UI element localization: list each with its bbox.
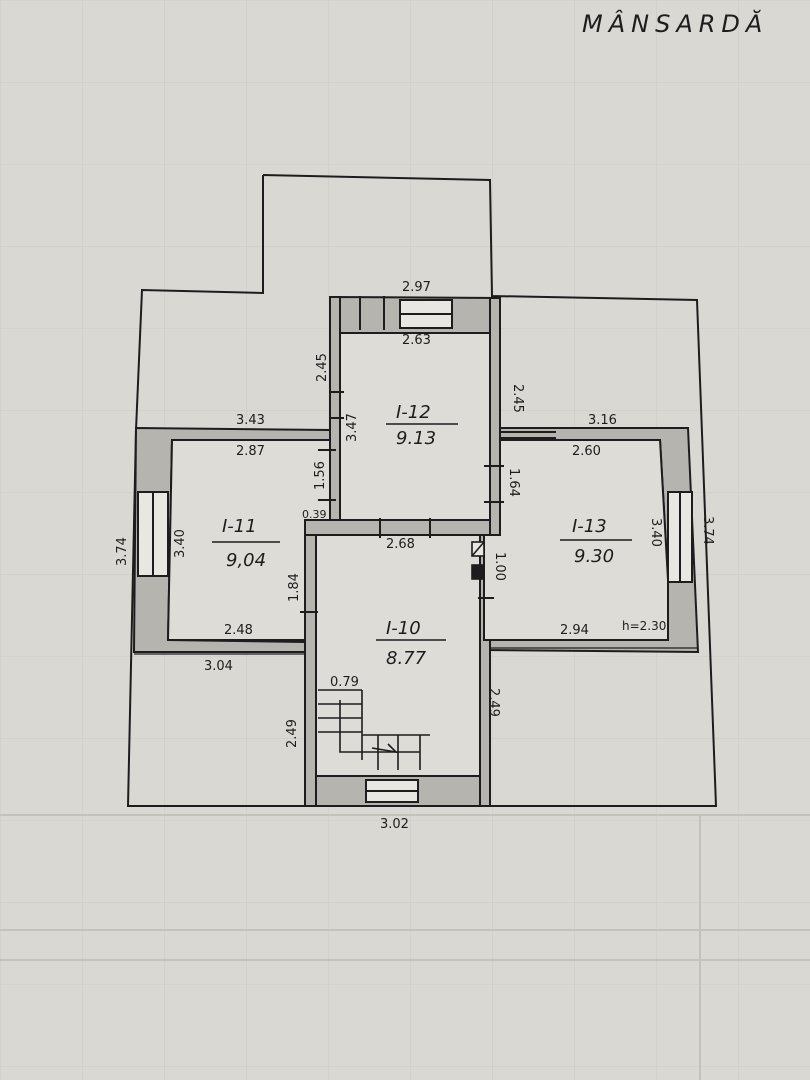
window-top <box>399 299 453 329</box>
dim-label: 0.39 <box>302 508 327 521</box>
dim-label: 2.68 <box>386 537 415 552</box>
room-area-i11: 9,04 <box>226 550 266 571</box>
dim-label: 1.64 <box>506 468 521 497</box>
dim-label: 3.16 <box>588 413 617 428</box>
page-title: MÂNSARDĂ <box>582 9 768 38</box>
dim-label: 2.48 <box>224 623 253 638</box>
room-area-i12: 9.13 <box>396 428 436 449</box>
dim-label: 2.87 <box>236 444 265 459</box>
dim-label: 3.43 <box>236 413 265 428</box>
form-lines <box>0 814 810 1080</box>
stairs <box>318 689 430 770</box>
vent-boxes <box>471 541 485 580</box>
dim-label: 1.84 <box>287 573 302 602</box>
room-i11 <box>166 439 331 641</box>
room-labels: I-12 9.13 I-11 9,04 I-13 9.30 I-10 8.77 <box>212 402 632 669</box>
room-label-i13: I-13 <box>572 516 607 537</box>
dim-label: 3.40 <box>173 529 188 558</box>
dim-label: 3.02 <box>380 817 409 832</box>
room-area-i13: 9.30 <box>574 546 614 567</box>
window-right <box>667 491 693 583</box>
room-label-i10: I-10 <box>386 618 421 639</box>
room-area-i10: 8.77 <box>386 648 427 669</box>
dim-label: 0.79 <box>330 675 359 690</box>
dim-label: 2.63 <box>402 333 431 348</box>
door-bottom <box>365 779 419 803</box>
dim-label: 2.94 <box>560 623 589 638</box>
dim-label: 3.04 <box>204 659 233 674</box>
window-left <box>137 491 169 577</box>
roof-outline <box>126 174 718 807</box>
dim-label: 1.00 <box>492 552 507 581</box>
dim-label: 2.45 <box>510 384 525 413</box>
dim-label: 2.97 <box>402 280 431 295</box>
dim-label: 3.40 <box>648 518 663 547</box>
dimension-labels: 2.97 2.63 2.45 2.45 3.43 2.87 3.47 1.56 … <box>115 280 715 832</box>
dim-label: 3.74 <box>115 537 130 566</box>
dim-label: 3.74 <box>700 516 715 545</box>
room-label-i12: I-12 <box>396 402 431 423</box>
dimension-lines <box>134 647 698 655</box>
dim-label: h=2.30 <box>622 619 666 633</box>
dim-label: 2.45 <box>315 353 330 382</box>
dim-label: 2.60 <box>572 444 601 459</box>
room-i12 <box>339 332 491 521</box>
dim-label: 1.56 <box>313 461 328 490</box>
dim-label: 2.49 <box>285 719 300 748</box>
dim-label: 2.49 <box>486 688 501 717</box>
door-ticks <box>300 296 556 613</box>
dim-label: 3.47 <box>345 413 360 442</box>
room-label-i11: I-11 <box>222 516 257 537</box>
